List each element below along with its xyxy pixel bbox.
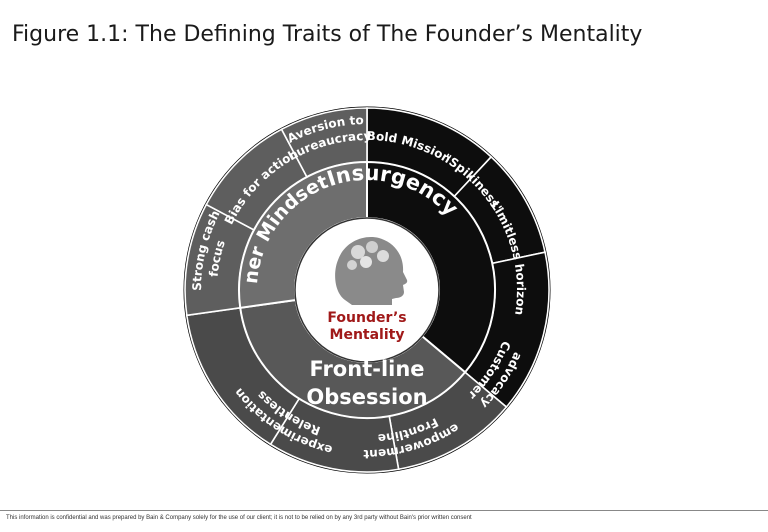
pillar-label-frontline-line1: Front-line: [309, 357, 424, 381]
founders-mentality-diagram: Founder’s Mentality Insurgency Owner Min…: [183, 106, 551, 474]
head-with-gears-icon: [335, 237, 408, 305]
center-label-line1: Founder’s: [327, 310, 406, 326]
outer-ring-segments: [184, 107, 550, 473]
center-label-line2: Mentality: [330, 327, 405, 343]
figure-title: Figure 1.1: The Defining Traits of The F…: [12, 22, 643, 47]
pillar-sectors: [238, 160, 496, 419]
pillar-label-frontline-line2: Obsession: [306, 385, 427, 409]
footer-divider: [0, 510, 768, 511]
confidentiality-footer: This information is confidential and was…: [6, 515, 472, 521]
